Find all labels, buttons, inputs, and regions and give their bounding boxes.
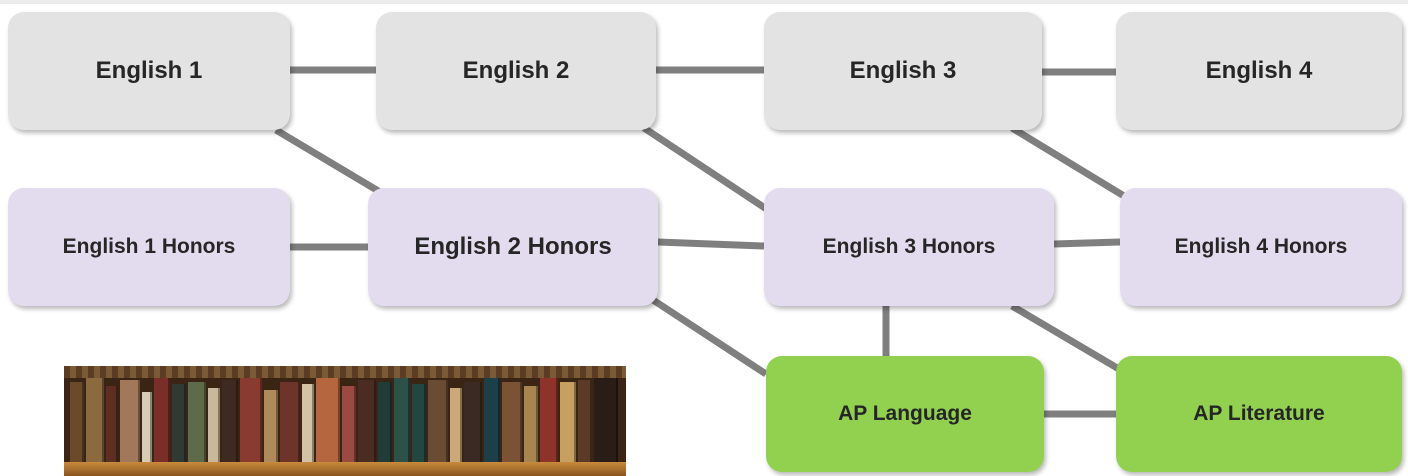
book-spine [302, 384, 314, 462]
book-spine [578, 380, 592, 462]
link-english-1-english-2-honors [274, 126, 382, 196]
node-english-4: English 4 [1116, 12, 1402, 130]
book-spine [484, 378, 500, 462]
book-spine [428, 380, 448, 462]
book-spine [280, 382, 300, 462]
link-english-3-honors-ap-literature [1010, 302, 1126, 376]
book-spine [540, 378, 558, 462]
link-english-3-honors-english-4-honors [1053, 238, 1121, 248]
book-spine [120, 380, 140, 462]
book-spine [316, 378, 340, 462]
bookshelf-image [64, 366, 626, 476]
node-ap-literature: AP Literature [1116, 356, 1402, 472]
link-english-2-english-3-honors [642, 125, 770, 213]
book-spine [208, 388, 220, 462]
node-english-1-honors: English 1 Honors [8, 188, 290, 306]
link-english-3-english-4-honors [1010, 125, 1126, 199]
book-spine [222, 380, 238, 462]
node-label: English 3 [849, 57, 957, 84]
book-spine [412, 384, 426, 462]
node-ap-language: AP Language [766, 356, 1044, 472]
book-spine [560, 382, 576, 462]
book-spine [154, 378, 170, 462]
book-spine [464, 382, 482, 462]
book-spine [106, 386, 118, 462]
node-label: English 2 Honors [414, 233, 612, 260]
node-label: English 4 [1205, 57, 1313, 84]
book-spine [240, 378, 262, 462]
book-spine [594, 378, 618, 462]
node-label: English 1 [95, 57, 203, 84]
node-english-2-honors: English 2 Honors [368, 188, 658, 306]
node-english-3-honors: English 3 Honors [764, 188, 1054, 306]
node-english-4-honors: English 4 Honors [1120, 188, 1402, 306]
node-label: English 1 Honors [62, 235, 236, 258]
book-spine [394, 378, 410, 462]
book-spine [70, 382, 84, 462]
node-label: English 3 Honors [822, 235, 996, 258]
node-label: English 2 [462, 57, 570, 84]
link-english-2-honors-english-3-honors [657, 238, 765, 250]
book-spine [188, 382, 206, 462]
node-english-1: English 1 [8, 12, 290, 130]
node-label: English 4 Honors [1174, 235, 1348, 258]
shelf-plank [64, 462, 626, 476]
book-spine [502, 382, 522, 462]
top-divider [0, 0, 1408, 4]
book-spine [378, 382, 392, 462]
book-spine [264, 390, 278, 462]
book-spine [524, 386, 538, 462]
node-english-2: English 2 [376, 12, 656, 130]
book-spine [342, 386, 356, 462]
book-spine [358, 380, 376, 462]
book-spine [86, 378, 104, 462]
shelf-fringe [64, 366, 626, 378]
book-spine [450, 388, 462, 462]
book-spine [172, 384, 186, 462]
node-label: AP Literature [1193, 402, 1325, 425]
node-english-3: English 3 [764, 12, 1042, 130]
node-label: AP Language [838, 402, 972, 425]
link-english-2-honors-ap-language [648, 295, 768, 377]
book-spine [142, 392, 152, 462]
